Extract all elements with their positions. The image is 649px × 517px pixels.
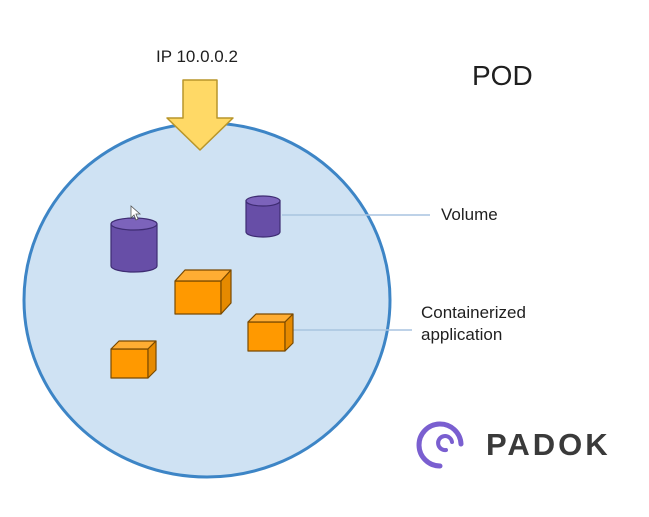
- ip-address-label: IP 10.0.0.2: [156, 47, 238, 66]
- container-box-2: [247, 313, 294, 352]
- volume-label: Volume: [441, 205, 498, 224]
- brand-name: PADOK: [486, 427, 611, 462]
- container-box-3: [110, 340, 157, 379]
- containerized-application-label: Containerized application: [421, 302, 526, 346]
- padok-logo-icon: [416, 421, 464, 469]
- container-box-1: [174, 269, 232, 315]
- volume-cylinder-large: [110, 217, 158, 273]
- app-label-line-1: Containerized: [421, 303, 526, 322]
- app-label-line-2: application: [421, 325, 503, 344]
- pod-title: POD: [472, 60, 533, 91]
- cursor-icon: [130, 205, 142, 221]
- volume-cylinder-small: [245, 195, 281, 238]
- ip-arrow-icon: [166, 79, 234, 151]
